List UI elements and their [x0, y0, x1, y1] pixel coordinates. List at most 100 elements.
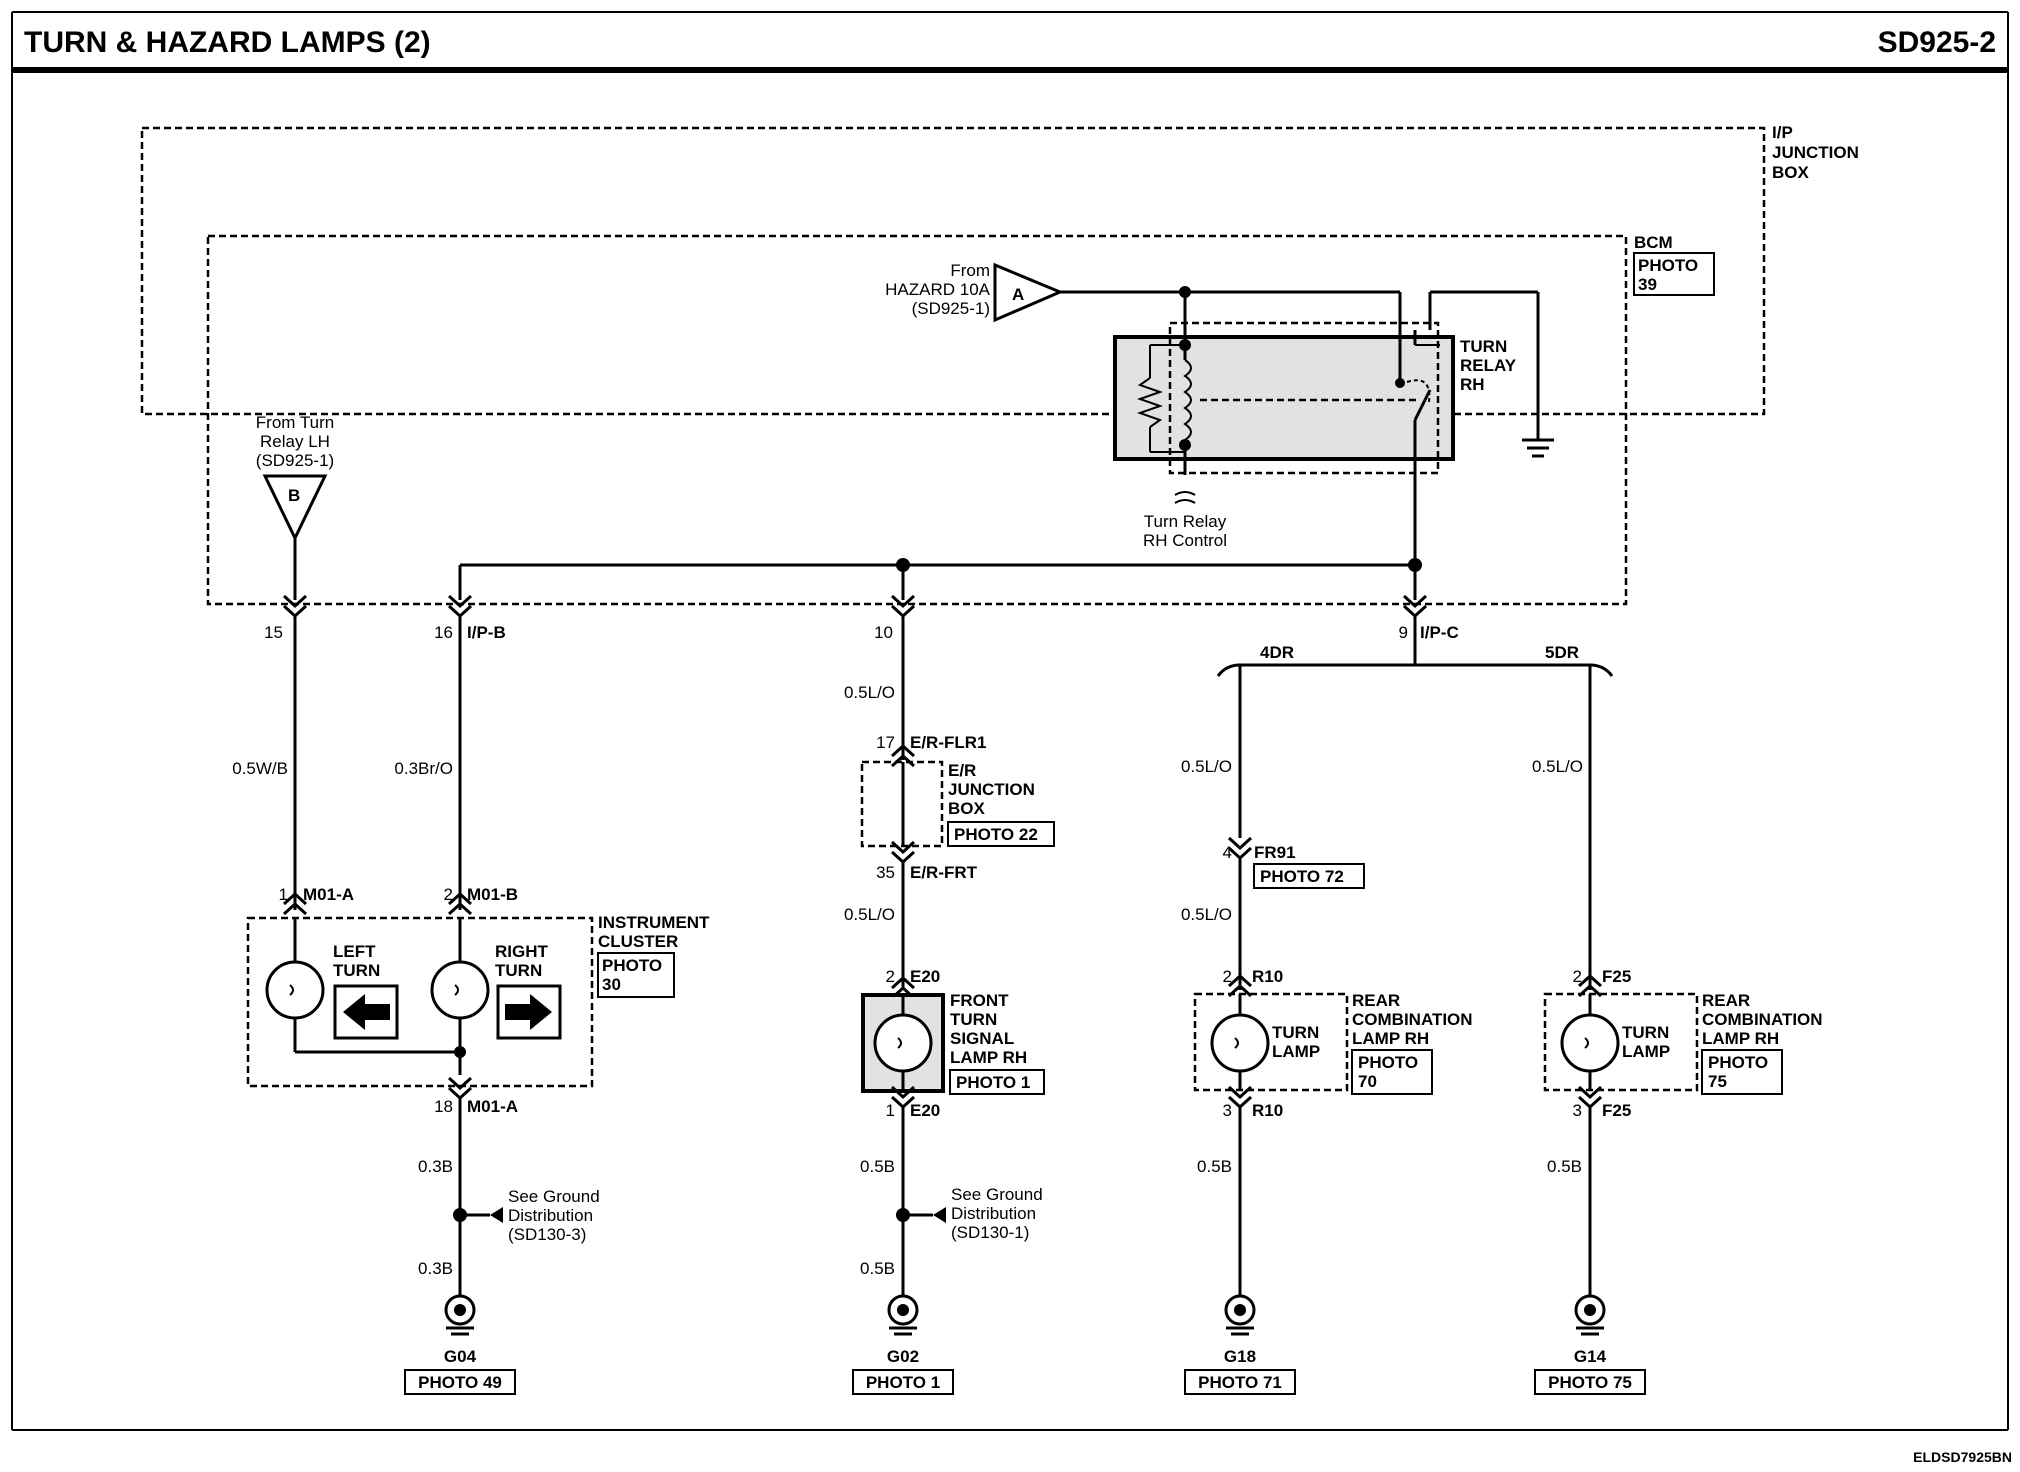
wire-4dr-bottom: 0.5L/O: [1181, 905, 1232, 924]
r5-inner-2: LAMP: [1622, 1042, 1670, 1061]
er-conn35: E/R-FRT: [910, 863, 978, 882]
ground-note-left-l3: (SD130-3): [508, 1225, 586, 1244]
hazard-ref: (SD925-1): [912, 299, 990, 318]
r5-pin3: 3: [1573, 1101, 1582, 1120]
r5-label-3: LAMP RH: [1702, 1029, 1779, 1048]
er-photo: PHOTO 22: [954, 825, 1038, 844]
wire-10-top: 0.5L/O: [844, 683, 895, 702]
wire-0-5wb: 0.5W/B: [232, 759, 288, 778]
relay-lh-from: From Turn: [256, 413, 334, 432]
branch-4dr: 4DR: [1260, 643, 1294, 662]
left-turn-bulb-icon: [265, 960, 325, 1020]
ic-label-2: CLUSTER: [598, 932, 678, 951]
r4-pin3: 3: [1223, 1101, 1232, 1120]
turn-relay-label-3: RH: [1460, 375, 1485, 394]
fr91-connector: 4 FR91 PHOTO 72 0.5L/O: [1181, 836, 1365, 990]
fl-conn1: E20: [910, 1101, 940, 1120]
r4-inner-2: LAMP: [1272, 1042, 1320, 1061]
right-arrow-icon: [505, 994, 552, 1030]
pin-10: 10: [874, 623, 893, 642]
relay-control-l1: Turn Relay: [1144, 512, 1227, 531]
turn-relay-label-1: TURN: [1460, 337, 1507, 356]
ic-conn18: M01-A: [467, 1097, 518, 1116]
ground-g02: G02 PHOTO 1: [852, 1294, 954, 1395]
turn-relay-rh: TURN RELAY RH Turn Relay RH Control: [1113, 292, 1554, 550]
r4-label-3: LAMP RH: [1352, 1029, 1429, 1048]
connector-a-triangle: [993, 262, 1064, 323]
left-turn-l2: TURN: [333, 961, 380, 980]
fr91-pin: 4: [1223, 843, 1232, 862]
r5-label-2: COMBINATION: [1702, 1010, 1823, 1029]
rear-4dr-bulb-icon: [1210, 1013, 1270, 1073]
front-turn-lamp: 2 E20 FRONT TURN SIGNAL LAMP RH PHOTO 1 …: [861, 967, 1045, 1120]
ground-note-mid-l2: Distribution: [951, 1204, 1036, 1223]
right-turn-l1: RIGHT: [495, 942, 549, 961]
left-arrow-icon: [343, 994, 390, 1030]
r4-pin2: 2: [1223, 967, 1232, 986]
ip-junction-label-1: I/P: [1772, 123, 1793, 142]
ground-g14: G14 PHOTO 75: [1534, 1294, 1646, 1395]
connector-ipc: I/P-C: [1420, 623, 1459, 642]
r5-inner-1: TURN: [1622, 1023, 1669, 1042]
r4-label-2: COMBINATION: [1352, 1010, 1473, 1029]
ic-pin2: 2: [444, 885, 453, 904]
ic-label-1: INSTRUMENT: [598, 913, 710, 932]
diagram-code: SD925-2: [1878, 26, 1996, 59]
bcm-wiring: [293, 286, 1538, 600]
pin-15: 15: [264, 623, 283, 642]
ic-conn1: M01-A: [303, 885, 354, 904]
hazard-input: A From HAZARD 10A (SD925-1): [885, 261, 1064, 323]
ic-photo-l2: 30: [602, 975, 621, 994]
ground-g14-name: G14: [1574, 1347, 1607, 1366]
pin-16: 16: [434, 623, 453, 642]
harness-wires: 4DR 5DR 0.5W/B 0.3Br/O 0.5L/O 0.5L/O 0.5…: [232, 616, 1614, 990]
r4-conn2: R10: [1252, 967, 1283, 986]
r4-inner-1: TURN: [1272, 1023, 1319, 1042]
wire-g04-bottom: 0.3B: [418, 1259, 453, 1278]
front-lamp-bulb-icon: [873, 1013, 933, 1073]
fl-label-2: TURN: [950, 1010, 997, 1029]
bcm-module: BCM PHOTO 39: [206, 233, 1715, 606]
rear-lamp-4dr: 2 R10 TURN LAMP REAR COMBINATION LAMP RH…: [1193, 967, 1473, 1295]
ground-g04-name: G04: [444, 1347, 477, 1366]
rear-5dr-bulb-icon: [1560, 1013, 1620, 1073]
connector-b-letter: B: [288, 486, 300, 505]
left-turn-l1: LEFT: [333, 942, 376, 961]
r5-label-1: REAR: [1702, 991, 1750, 1010]
page-title: TURN & HAZARD LAMPS (2): [24, 26, 431, 59]
fl-conn2: E20: [910, 967, 940, 986]
r5-conn3: F25: [1602, 1101, 1631, 1120]
connector-b-triangle: [262, 474, 328, 542]
branch-5dr: 5DR: [1545, 643, 1579, 662]
r4-conn3: R10: [1252, 1101, 1283, 1120]
ic-pin18: 18: [434, 1097, 453, 1116]
fl-label-3: SIGNAL: [950, 1029, 1014, 1048]
ground-g04-chain: 0.3B 0.3B See Ground Distribution (SD130…: [418, 1098, 600, 1295]
r4-photo-l1: PHOTO: [1358, 1053, 1418, 1072]
wire-g14: 0.5B: [1547, 1157, 1582, 1176]
bcm-label: BCM: [1634, 233, 1673, 252]
r4-label-1: REAR: [1352, 991, 1400, 1010]
er-conn17: E/R-FLR1: [910, 733, 987, 752]
wire-g02-bottom: 0.5B: [860, 1259, 895, 1278]
turn-relay-label-2: RELAY: [1460, 356, 1517, 375]
bcm-connectors: 15 16 I/P-B 10 9 I/P-C: [264, 594, 1459, 642]
er-label-2: JUNCTION: [948, 780, 1035, 799]
ic-conn2: M01-B: [467, 885, 518, 904]
ground-note-left-l2: Distribution: [508, 1206, 593, 1225]
fr91-conn: FR91: [1254, 843, 1296, 862]
ground-g14-photo: PHOTO 75: [1548, 1373, 1632, 1392]
ground-g02-chain: 0.5B 0.5B See Ground Distribution (SD130…: [860, 1107, 1043, 1295]
fr91-photo: PHOTO 72: [1260, 867, 1344, 886]
wire-0-3bro: 0.3Br/O: [394, 759, 453, 778]
pin-9: 9: [1399, 623, 1408, 642]
footer-code: ELDSD7925BN: [1913, 1449, 2012, 1465]
right-turn-l2: TURN: [495, 961, 542, 980]
r4-photo-l2: 70: [1358, 1072, 1377, 1091]
hazard-from: From: [950, 261, 990, 280]
r5-photo-l2: 75: [1708, 1072, 1727, 1091]
fl-pin1: 1: [886, 1101, 895, 1120]
hazard-fuse: HAZARD 10A: [885, 280, 991, 299]
ic-photo-l1: PHOTO: [602, 956, 662, 975]
wire-g18: 0.5B: [1197, 1157, 1232, 1176]
